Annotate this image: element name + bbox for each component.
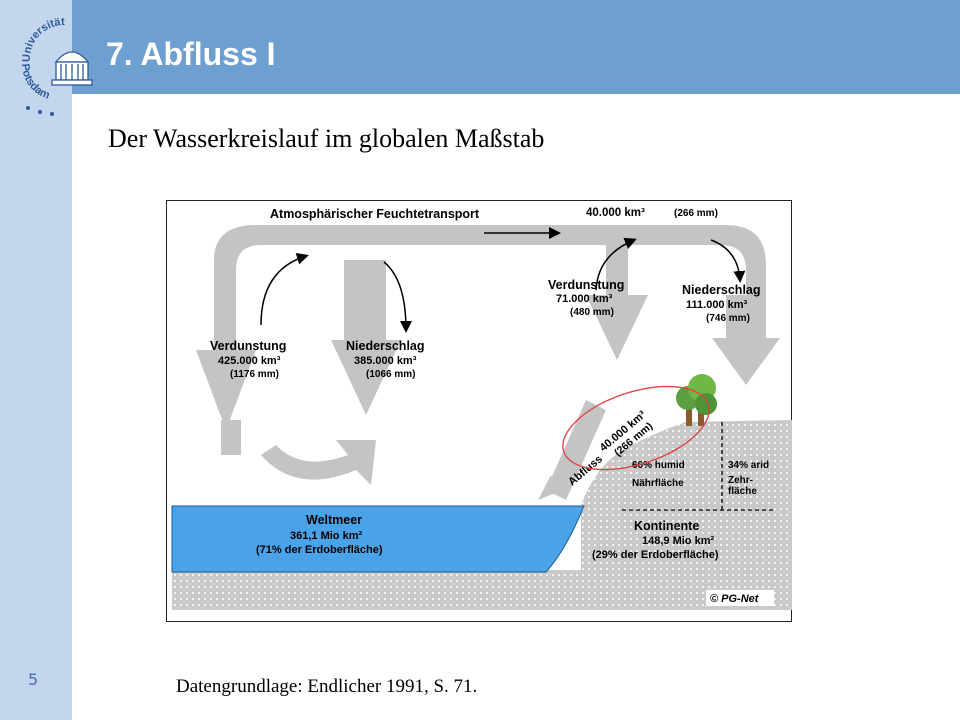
land-evaporation-mm: (480 mm)	[570, 307, 614, 318]
land-precipitation-mm: (746 mm)	[706, 313, 750, 324]
sidebar	[0, 0, 72, 720]
arid-label-1: Zehr-	[728, 475, 753, 486]
logo-text-bottom: Potsdam	[19, 63, 52, 102]
continents-value: 148,9 Mio km²	[642, 535, 714, 547]
logo-text-top: Universität	[21, 16, 65, 62]
evaporation-arrow	[196, 350, 256, 430]
humid-pct: 66% humid	[632, 460, 685, 471]
ocean-precipitation-label: Niederschlag	[346, 339, 425, 353]
ocean-precipitation-value: 385.000 km³	[354, 355, 417, 367]
credit-label: © PG-Net	[710, 593, 760, 605]
continents-label: Kontinente	[634, 519, 699, 533]
ocean-share: (71% der Erdoberfläche)	[256, 544, 383, 556]
continent	[581, 420, 792, 610]
source-citation: Datengrundlage: Endlicher 1991, S. 71.	[176, 676, 478, 697]
continents-share: (29% der Erdoberfläche)	[592, 549, 719, 561]
arid-pct: 34% arid	[728, 460, 769, 471]
land-precipitation-label: Niederschlag	[682, 283, 761, 297]
building-icon	[51, 51, 93, 86]
land-precipitation-value: 111.000 km³	[686, 299, 748, 311]
arid-label-2: fläche	[728, 486, 757, 497]
ocean-value: 361,1 Mio km²	[290, 530, 362, 542]
slide-title: 7. Abfluss I	[106, 36, 276, 72]
water-cycle-diagram: Atmosphärischer Feuchtetransport 40.000 …	[166, 200, 792, 622]
atmosphere-loop	[214, 225, 766, 355]
tree-icon	[676, 374, 717, 426]
land-evaporation-label: Verdunstung	[548, 278, 624, 292]
svg-text:Universität: Universität	[21, 16, 65, 62]
humid-label: Nährfläche	[632, 478, 684, 489]
highlight-ellipse	[562, 385, 710, 471]
university-logo: Universität Potsdam	[19, 16, 93, 116]
ocean-precipitation-mm: (1066 mm)	[366, 369, 415, 380]
ocean	[171, 505, 585, 573]
ocean-label: Weltmeer	[306, 513, 362, 527]
ground-strip	[172, 570, 780, 610]
ocean-evaporation-mm: (1176 mm)	[230, 369, 279, 380]
transport-label: Atmosphärischer Feuchtetransport	[270, 207, 480, 221]
transport-mm: (266 mm)	[674, 208, 718, 219]
ocean-evaporation-value: 425.000 km³	[218, 355, 281, 367]
precipitation-arrow	[331, 340, 401, 415]
svg-text:Potsdam: Potsdam	[19, 63, 52, 102]
slide-subtitle: Der Wasserkreislauf im globalen Maßstab	[108, 124, 545, 153]
transport-value: 40.000 km³	[586, 207, 645, 219]
page-number: 5	[28, 670, 39, 689]
ocean-evaporation-label: Verdunstung	[210, 339, 286, 353]
title-bar	[72, 0, 960, 94]
land-evaporation-value: 71.000 km³	[556, 293, 613, 305]
